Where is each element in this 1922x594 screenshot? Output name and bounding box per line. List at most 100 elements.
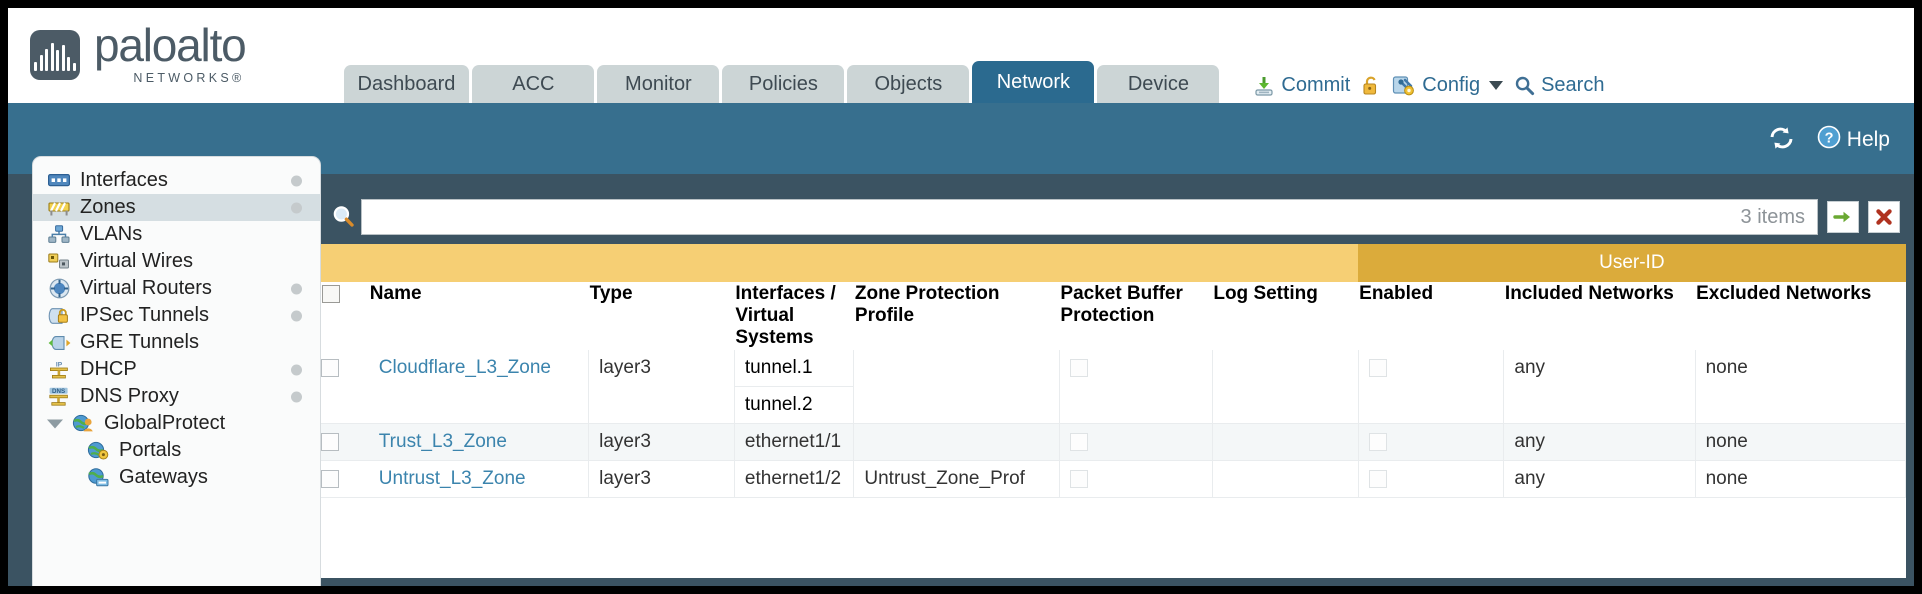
sidebar-item-gre-tunnels[interactable]: GRE Tunnels (33, 329, 320, 356)
packet-buffer-protection-checkbox[interactable] (1069, 432, 1088, 451)
config-label: Config (1422, 74, 1481, 96)
cell-packet-buffer-protection (1059, 350, 1213, 424)
refresh-icon[interactable] (1768, 126, 1795, 155)
status-dot (291, 202, 302, 213)
status-dot (291, 391, 302, 402)
zones-table: User-ID Name Type Interfaces / Virtual S… (321, 244, 1906, 498)
sidebar-item-globalprotect[interactable]: GlobalProtect (33, 410, 320, 437)
sidebar-item-dhcp[interactable]: IP DHCP (33, 356, 320, 383)
packet-buffer-protection-checkbox[interactable] (1069, 469, 1088, 488)
zone-name-link[interactable]: Cloudflare_L3_Zone (378, 357, 551, 378)
group-header-row: User-ID (321, 244, 1906, 282)
column-header-packet-buffer-protection[interactable]: Packet Buffer Protection (1060, 283, 1183, 326)
table-head: User-ID Name Type Interfaces / Virtual S… (321, 244, 1906, 350)
row-select-checkbox[interactable] (321, 469, 339, 488)
cell-interfaces: ethernet1/1 (734, 423, 855, 461)
column-header-enabled[interactable]: Enabled (1359, 283, 1434, 304)
tab-device[interactable]: Device (1097, 65, 1220, 103)
tab-dashboard[interactable]: Dashboard (343, 65, 470, 103)
paloalto-logo: paloalto NETWORKS® (30, 22, 247, 85)
cell-type: layer3 (588, 460, 735, 498)
zone-name-link[interactable]: Trust_L3_Zone (378, 431, 507, 452)
tab-acc[interactable]: ACC (472, 65, 595, 103)
cell-packet-buffer-protection (1059, 460, 1213, 498)
lock-button[interactable] (1361, 75, 1381, 97)
svg-text:?: ? (1824, 130, 1833, 146)
column-header-interfaces[interactable]: Interfaces / Virtual Systems (735, 283, 836, 348)
group-header-spacer (321, 244, 1359, 282)
commit-button[interactable]: Commit (1253, 74, 1350, 97)
search-icon (1514, 75, 1535, 96)
zone-name-link[interactable]: Untrust_L3_Zone (378, 468, 526, 489)
dns-proxy-icon: DNS (46, 387, 72, 407)
cell-included-networks: any (1503, 460, 1696, 498)
filter-input-wrapper[interactable]: 3 items (361, 199, 1818, 235)
cell-excluded-networks: none (1695, 350, 1906, 424)
column-header-log-setting[interactable]: Log Setting (1213, 283, 1318, 304)
sidebar-item-gateways[interactable]: Gateways (33, 464, 320, 491)
column-header-zone-protection-profile[interactable]: Zone Protection Profile (854, 283, 1000, 326)
paloalto-logo-mark-icon (30, 29, 80, 80)
clear-filter-button[interactable] (1868, 201, 1900, 233)
sidebar-item-portals[interactable]: Portals (33, 437, 320, 464)
column-header-row: Name Type Interfaces / Virtual Systems Z… (321, 282, 1906, 350)
cell-included-networks: any (1503, 423, 1696, 461)
userid-enabled-checkbox[interactable] (1368, 469, 1387, 488)
column-header-name[interactable]: Name (369, 283, 422, 304)
select-all-header (321, 282, 369, 350)
main-content-panel: 3 items (321, 190, 1906, 578)
config-icon (1392, 75, 1416, 97)
column-header-included-networks[interactable]: Included Networks (1504, 283, 1674, 304)
cell-log-setting (1212, 350, 1359, 424)
cell-interfaces: tunnel.1 tunnel.2 (734, 350, 855, 424)
cell-log-setting (1212, 460, 1359, 498)
cell-zone-protection-profile: Untrust_Zone_Prof (853, 460, 1060, 498)
sidebar-item-virtual-wires[interactable]: Virtual Wires (33, 248, 320, 275)
sidebar-item-ipsec-tunnels[interactable]: IPSec Tunnels (33, 302, 320, 329)
portals-icon (85, 441, 111, 461)
cell-name: Cloudflare_L3_Zone (368, 350, 590, 424)
sidebar-item-label: GRE Tunnels (80, 331, 199, 353)
top-header-bar: paloalto NETWORKS® Dashboard ACC Monitor… (8, 8, 1914, 103)
table-row[interactable]: Untrust_L3_Zone layer3 ethernet1/2 Untru… (321, 460, 1906, 498)
search-input[interactable] (362, 200, 1741, 234)
help-button[interactable]: ? Help (1817, 125, 1890, 155)
chevron-down-icon[interactable] (47, 419, 63, 428)
cell-userid-enabled (1358, 350, 1505, 424)
sidebar-item-virtual-routers[interactable]: Virtual Routers (33, 275, 320, 302)
tab-objects[interactable]: Objects (847, 65, 970, 103)
ipsec-tunnels-icon (46, 306, 72, 326)
table-row[interactable]: Trust_L3_Zone layer3 ethernet1/1 any (321, 423, 1906, 461)
table-row[interactable]: Cloudflare_L3_Zone layer3 tunnel.1 tunne… (321, 350, 1906, 424)
packet-buffer-protection-checkbox[interactable] (1069, 358, 1088, 377)
cell-excluded-networks: none (1695, 460, 1906, 498)
lock-icon (1361, 75, 1381, 97)
tab-monitor[interactable]: Monitor (597, 65, 720, 103)
status-dot (291, 310, 302, 321)
sidebar-item-label: DHCP (80, 358, 137, 380)
userid-enabled-checkbox[interactable] (1368, 432, 1387, 451)
row-select-checkbox[interactable] (321, 358, 339, 377)
tab-network[interactable]: Network (972, 61, 1095, 103)
sidebar-item-vlans[interactable]: VLANs (33, 221, 320, 248)
sidebar-item-label: Gateways (119, 466, 208, 488)
search-icon[interactable] (327, 204, 361, 230)
top-actions: Commit (1253, 74, 1604, 97)
sidebar-item-zones[interactable]: Zones (33, 194, 320, 221)
sidebar-item-label: Interfaces (80, 169, 168, 191)
select-all-checkbox[interactable] (322, 284, 340, 303)
search-button[interactable]: Search (1514, 74, 1604, 97)
sidebar-item-dns-proxy[interactable]: DNS DNS Proxy (33, 383, 320, 410)
row-select-cell (321, 423, 369, 461)
config-dropdown[interactable]: Config (1392, 74, 1504, 97)
tab-policies[interactable]: Policies (722, 65, 845, 103)
chevron-down-icon[interactable] (1489, 81, 1504, 90)
apply-filter-button[interactable] (1827, 201, 1859, 233)
sidebar-item-interfaces[interactable]: Interfaces (33, 167, 320, 194)
userid-enabled-checkbox[interactable] (1368, 358, 1387, 377)
svg-text:IP: IP (56, 361, 63, 368)
column-header-type[interactable]: Type (589, 283, 633, 304)
interface-entry: tunnel.2 (744, 394, 813, 415)
column-header-excluded-networks[interactable]: Excluded Networks (1696, 283, 1872, 304)
row-select-checkbox[interactable] (321, 432, 339, 451)
